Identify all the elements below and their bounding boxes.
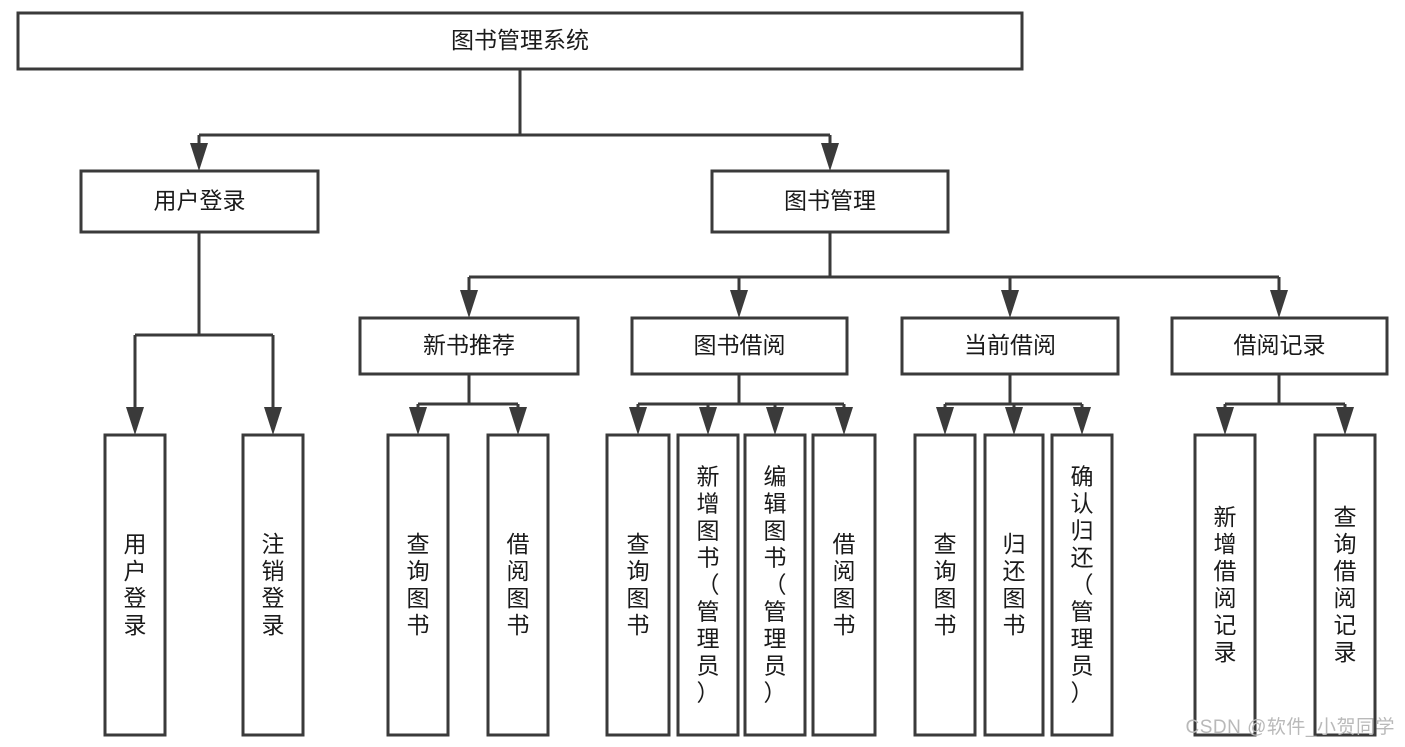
conn-borrow-record	[1216, 374, 1354, 435]
csdn-watermark: CSDN @软件_小贺同学	[1185, 717, 1395, 738]
node-label: 查询图书	[934, 531, 957, 638]
conn-book-borrow	[629, 374, 853, 435]
node-leaf-add-book-admin[interactable]: 新增图书（管理员）	[676, 433, 740, 737]
conn-new-book-recommend	[409, 374, 527, 435]
node-label: 用户登录	[154, 188, 246, 214]
node-label: 图书管理系统	[451, 27, 589, 53]
node-label: 借阅记录	[1234, 332, 1326, 358]
node-label: 借阅图书	[833, 531, 856, 638]
node-leaf-borrow-book[interactable]: 借阅图书	[811, 433, 877, 737]
node-book-borrow[interactable]: 图书借阅	[630, 316, 849, 376]
node-label: 新书推荐	[423, 332, 515, 358]
node-leaf-query-borrow-record[interactable]: 查询借阅记录	[1313, 433, 1377, 737]
node-leaf-confirm-return-admin[interactable]: 确认归还（管理员）	[1050, 433, 1114, 737]
node-leaf-edit-book-admin[interactable]: 编辑图书（管理员）	[743, 433, 807, 737]
node-new-book-recommend[interactable]: 新书推荐	[358, 316, 580, 376]
node-leaf-query-book-recommend[interactable]: 查询图书	[386, 433, 450, 737]
node-label: 新增图书（管理员）	[697, 464, 720, 706]
conn-root	[190, 69, 839, 171]
conn-book-management	[460, 232, 1288, 318]
node-label: 注销登录	[262, 531, 285, 638]
node-label: 查询图书	[407, 531, 430, 638]
node-label: 查询借阅记录	[1334, 504, 1357, 665]
node-leaf-borrow-book-recommend[interactable]: 借阅图书	[486, 433, 550, 737]
connectors-layer	[126, 69, 1354, 435]
node-leaf-logout-login[interactable]: 注销登录	[241, 433, 305, 737]
node-label: 查询图书	[627, 531, 650, 638]
node-label: 当前借阅	[964, 332, 1056, 358]
node-leaf-return-book[interactable]: 归还图书	[983, 433, 1045, 737]
node-label: 编辑图书（管理员）	[764, 464, 787, 706]
node-label: 用户登录	[124, 531, 147, 638]
node-leaf-user-login[interactable]: 用户登录	[103, 433, 167, 737]
node-borrow-record[interactable]: 借阅记录	[1170, 316, 1389, 376]
node-root[interactable]: 图书管理系统	[16, 11, 1024, 71]
node-label: 图书借阅	[694, 332, 786, 358]
node-leaf-query-book-current[interactable]: 查询图书	[913, 433, 977, 737]
node-label: 归还图书	[1003, 531, 1026, 638]
nodes-layer: 图书管理系统用户登录图书管理新书推荐图书借阅当前借阅借阅记录用户登录注销登录查询…	[16, 11, 1389, 737]
node-user-login[interactable]: 用户登录	[79, 169, 320, 234]
node-label: 确认归还（管理员）	[1071, 464, 1094, 706]
node-leaf-add-borrow-record[interactable]: 新增借阅记录	[1193, 433, 1257, 737]
node-book-management[interactable]: 图书管理	[710, 169, 950, 234]
node-leaf-query-book-borrow[interactable]: 查询图书	[605, 433, 671, 737]
node-label: 借阅图书	[507, 531, 530, 638]
node-current-borrow[interactable]: 当前借阅	[900, 316, 1120, 376]
conn-user-login	[126, 232, 282, 435]
node-label: 新增借阅记录	[1214, 504, 1237, 665]
conn-current-borrow	[936, 374, 1091, 435]
node-label: 图书管理	[784, 188, 876, 214]
